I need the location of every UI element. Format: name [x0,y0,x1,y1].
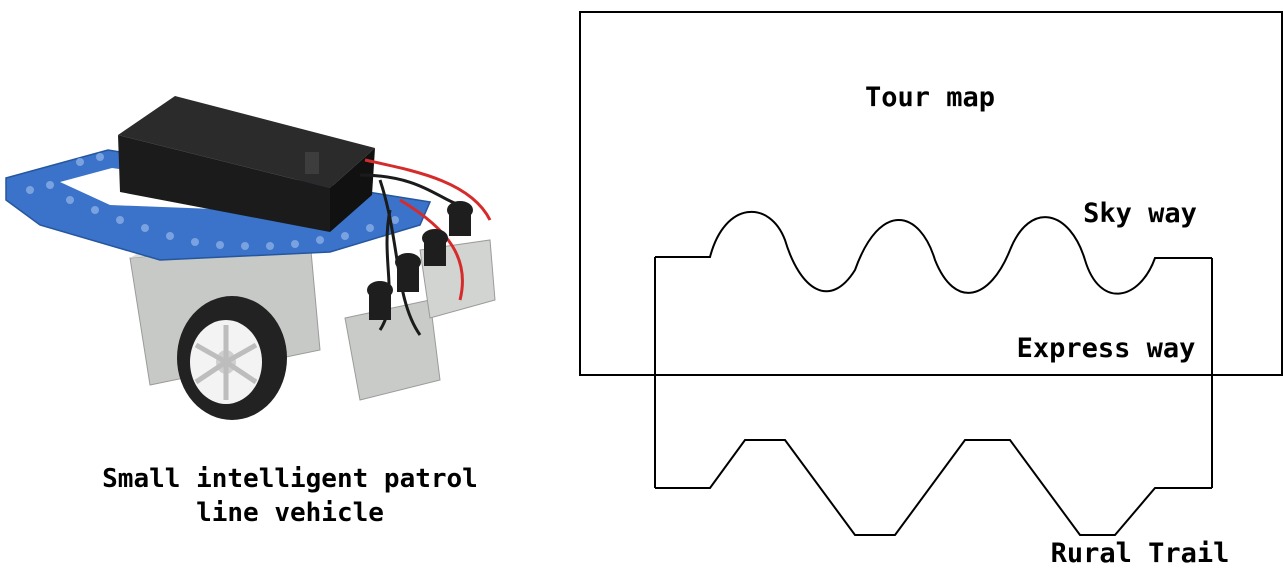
map-title: Tour map [865,82,995,113]
tour-map-diagram: Tour map Sky way Express way Rural Trail [579,11,1283,569]
sky-way-path [655,210,1212,295]
rural-trail-path [655,439,1212,536]
vehicle-caption-line1: Small intelligent patrol [102,464,478,494]
lego-studs [26,153,399,250]
battery-box-front [118,135,330,232]
battery-box-side [330,148,375,232]
map-frame [579,11,1283,376]
vehicle-caption-line2: line vehicle [196,498,384,528]
patrol-vehicle-image [5,96,496,420]
battery-switch [305,152,319,174]
terminal-posts [367,201,473,320]
wheel [177,296,287,420]
sky-way-label: Sky way [1083,198,1197,229]
express-way-label: Express way [1017,333,1196,364]
vehicle-caption: Small intelligent patrol line vehicle [40,462,540,530]
rural-trail-label: Rural Trail [1051,538,1230,569]
sensor-box-front [344,299,441,401]
